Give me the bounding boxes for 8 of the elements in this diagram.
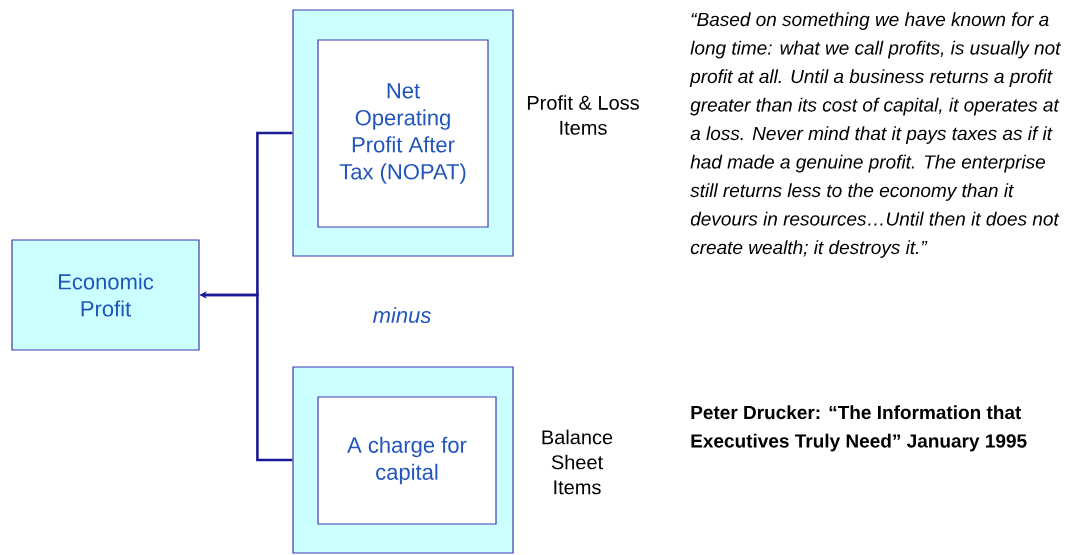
- process-box: Economic Profit: [11, 239, 200, 351]
- inner-box: A charge for capital: [317, 396, 497, 525]
- operator-label: minus: [373, 306, 431, 324]
- inner-box: Net Operating Profit After Tax (NOPAT): [317, 39, 489, 228]
- side-label: Balance Sheet Items: [542, 429, 613, 495]
- side-label: Profit & Loss Items: [527, 95, 639, 135]
- citation-text: Peter Drucker: “The Information that Executives Truly Need” January 1995: [691, 405, 1027, 452]
- quote-text: “Based on something we have known for a long time: what we call profits, is usually not profit at all. Until a business returns a profit greater than its cost of capital, it operates at a loss. Never mind that it pays taxes as if it had made a genuine profit. The enterprise still returns less to the economy than it devours in resources…Until then it does not create wealth; it destroys it.”: [689, 12, 1062, 258]
